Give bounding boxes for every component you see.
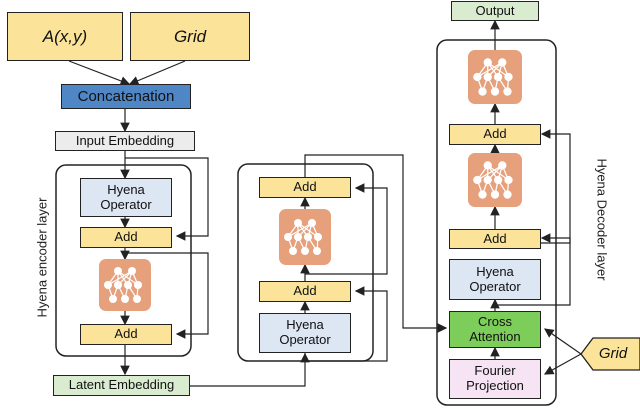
- middle-add-mid: Add: [259, 281, 351, 302]
- encoder-hyena-operator: Hyena Operator: [80, 178, 172, 217]
- encoder-neural-net-icon: [99, 259, 151, 311]
- grid-right-label: Grid: [598, 345, 628, 363]
- decoder-add-mid: Add: [449, 229, 541, 249]
- cross-attention-box: Cross Attention: [449, 311, 541, 348]
- latent-embedding-box: Latent Embedding: [53, 375, 190, 396]
- middle-hyena-operator: Hyena Operator: [259, 313, 351, 353]
- middle-neural-net-icon: [279, 209, 331, 265]
- decoder-hyena-operator: Hyena Operator: [449, 259, 541, 300]
- encoder-frame: [55, 164, 192, 357]
- input-a-box: A(x,y): [7, 12, 123, 61]
- output-box: Output: [451, 1, 539, 21]
- middle-add-top: Add: [259, 177, 351, 198]
- decoder-add-top: Add: [449, 124, 541, 145]
- concatenation-box: Concatenation: [61, 84, 191, 109]
- decoder-layer-label: Hyena Decoder layer: [594, 158, 610, 281]
- decoder-neural-net-icon-mid: [468, 153, 522, 207]
- input-grid-box: Grid: [130, 12, 250, 61]
- encoder-add-1: Add: [80, 227, 172, 248]
- decoder-neural-net-icon-top: [468, 50, 522, 104]
- encoder-layer-label: Hyena encoder layer: [34, 197, 50, 318]
- fourier-projection-box: Fourier Projection: [449, 359, 541, 399]
- decoder-frame: [436, 39, 557, 406]
- encoder-add-2: Add: [80, 324, 172, 345]
- input-embedding-box: Input Embedding: [55, 131, 195, 151]
